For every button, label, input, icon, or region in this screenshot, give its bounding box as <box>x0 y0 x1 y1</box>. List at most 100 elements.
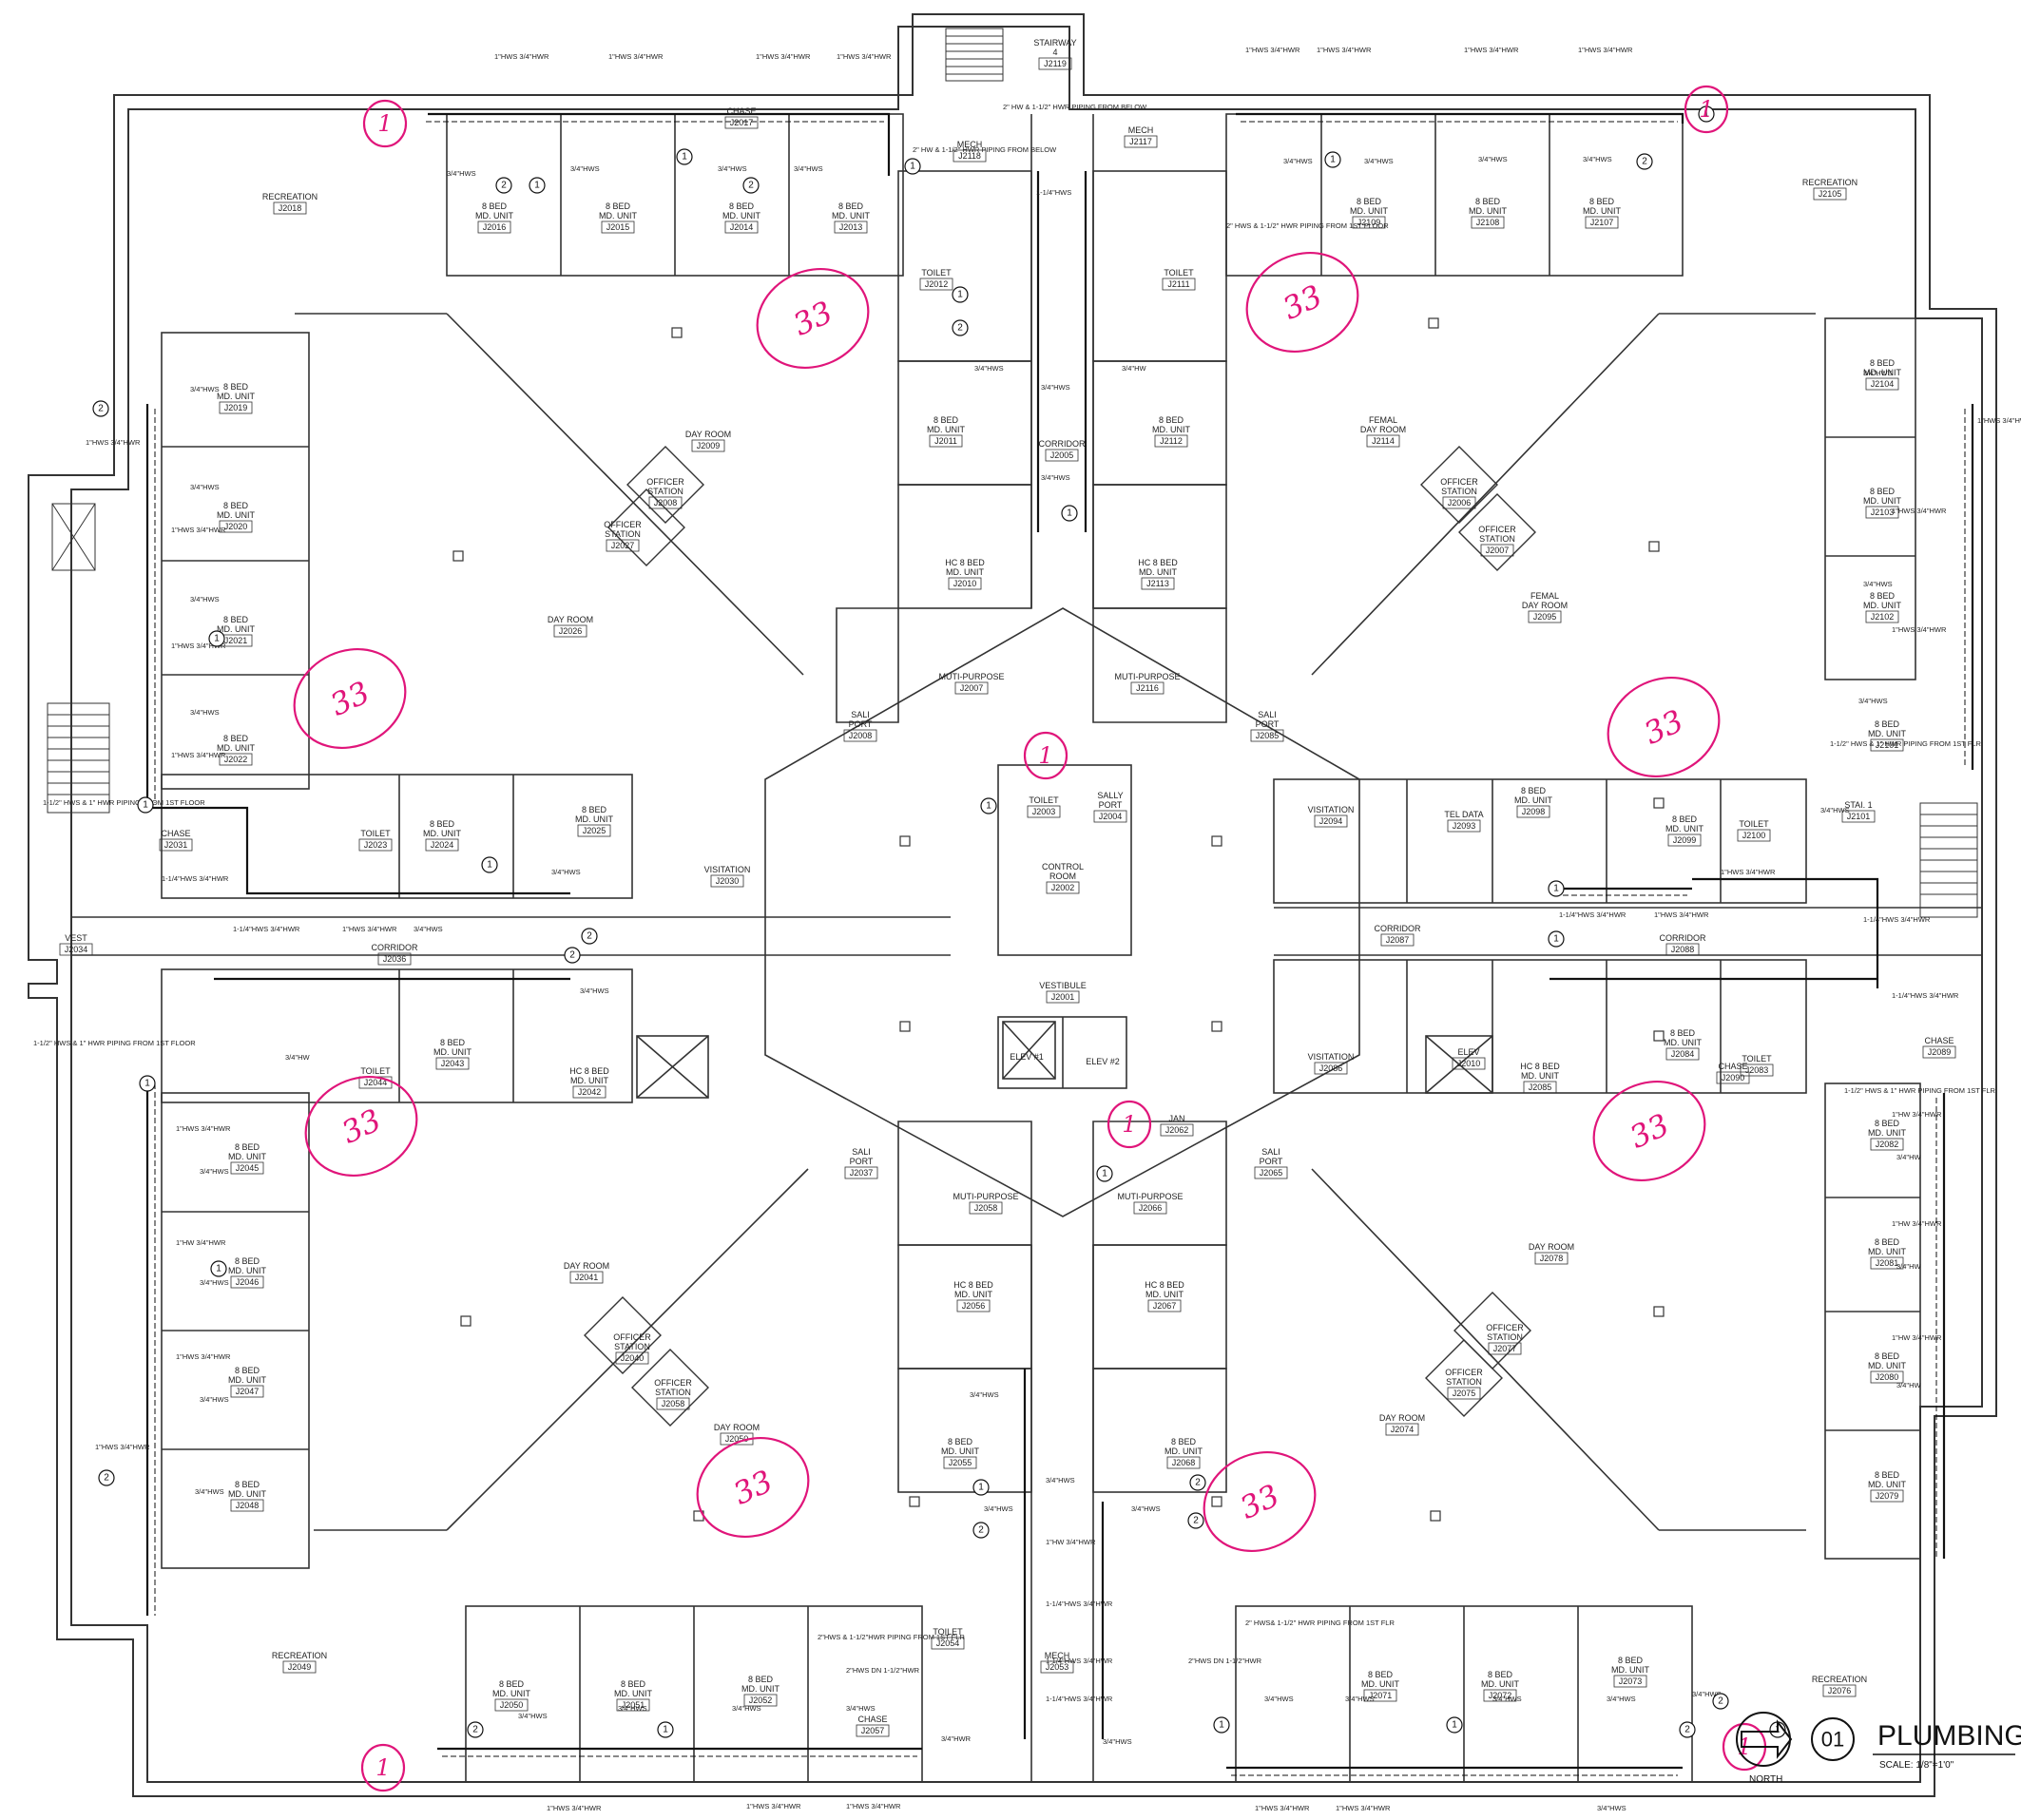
room-number-box <box>1314 814 1348 828</box>
room-name: MD. UNIT <box>228 1489 266 1499</box>
pipe-label: 1"HWS 3/4"HWR <box>95 1443 150 1451</box>
room-number-box <box>219 753 253 766</box>
pipe-label: 1"HWS 3/4"HWR <box>342 925 397 933</box>
room-name: 8 BED <box>748 1675 774 1684</box>
pipe-label: 3/4"HWS <box>518 1712 548 1720</box>
room-number: J2079 <box>1876 1491 1899 1501</box>
markup-circle <box>1592 1080 1706 1182</box>
room-name: STATION <box>614 1342 650 1351</box>
pipe-label: 3/4"HWS <box>1046 1476 1075 1485</box>
pipe-label: 1-1/4"HWS 3/4"HWR <box>162 874 229 883</box>
room-number-box <box>1922 1045 1956 1059</box>
room-name: MD. UNIT <box>433 1047 472 1057</box>
markup-circle <box>1023 731 1068 780</box>
pipe-label: 3/4"HWS <box>200 1278 229 1287</box>
fixture-tag-bubble <box>1712 1693 1729 1710</box>
markup-circle <box>1607 676 1721 778</box>
room-name: MUTI-PURPOSE <box>1114 672 1180 681</box>
room-number: J2041 <box>575 1273 599 1282</box>
room-name: MD. UNIT <box>1868 1128 1906 1138</box>
markup-circle <box>1107 1100 1152 1149</box>
room-name: 8 BED <box>582 805 607 814</box>
room-name: 8 BED <box>1618 1656 1644 1665</box>
room-name: MD. UNIT <box>954 1290 992 1299</box>
pipe-label: 2" HWS & 1-1/2" HWR PIPING FROM 1ST FLOO… <box>1226 221 1389 230</box>
fixture-tag-bubble <box>1548 880 1565 897</box>
fixture-tag-bubble <box>1061 505 1078 522</box>
room-name: MD. UNIT <box>475 211 513 220</box>
room-name: MD. UNIT <box>941 1446 979 1456</box>
room-name: OFFICER <box>1440 477 1478 487</box>
pipe-label: 3/4"HWR <box>941 1734 972 1743</box>
room-number: J2058 <box>974 1203 998 1213</box>
room-number: J2008 <box>654 498 678 508</box>
room-number-box <box>553 624 587 638</box>
room-number-box <box>834 220 868 234</box>
room-number: J2019 <box>224 403 248 412</box>
room-name: OFFICER <box>1486 1323 1524 1332</box>
pipe-label: 1"HWS 3/4"HWR <box>608 52 664 61</box>
pipe-label: 3/4"HWS <box>618 1704 647 1713</box>
room-name: MD. UNIT <box>946 567 984 577</box>
room-number: J2078 <box>1540 1254 1564 1263</box>
room-number-box <box>1471 216 1505 229</box>
room-number-box <box>1870 1489 1904 1503</box>
room-number-box <box>1160 1123 1194 1137</box>
room-name: 8 BED <box>482 201 508 211</box>
pipe-label: 1-1/4"HWS 3/4"HWR <box>1046 1695 1113 1703</box>
room-number: J2047 <box>236 1387 260 1396</box>
room-name: HC 8 BED <box>1520 1062 1560 1071</box>
room-number: J2081 <box>1876 1258 1899 1268</box>
room-number: J2084 <box>1671 1049 1695 1059</box>
pipe-label: 3/4"HWS <box>580 987 609 995</box>
room-number: J2087 <box>1386 935 1410 945</box>
room-name: MUTI-PURPOSE <box>953 1192 1018 1201</box>
room-name: MECH <box>1128 125 1154 135</box>
room-number: J2003 <box>1032 807 1056 816</box>
markup-text: 33 <box>728 1463 779 1512</box>
pipe-label: 3/4"HWS <box>190 483 220 491</box>
detail-number: 01 <box>1821 1728 1844 1752</box>
pipe-label: 1"HWS 3/4"HWR <box>176 1352 231 1361</box>
room-number: J2043 <box>441 1059 465 1068</box>
room-number: J2051 <box>622 1700 645 1710</box>
fixture-tag-number: 2 <box>569 950 575 961</box>
pipe-label: 1"HWS 3/4"HWR <box>86 438 141 447</box>
room-number: J2004 <box>1099 812 1123 821</box>
room-number-box <box>1154 434 1188 448</box>
room-number-box <box>1870 1256 1904 1270</box>
room-number-box <box>230 1385 264 1398</box>
room-number: J2044 <box>364 1078 388 1087</box>
room-name: DAY ROOM <box>548 615 593 624</box>
room-name: MUTI-PURPOSE <box>938 672 1004 681</box>
room-number: J2025 <box>583 826 606 835</box>
pipe-label: 1-1/2" HWS & 1" HWR PIPING FROM 1ST FLR <box>1830 739 1982 748</box>
room-name: VEST <box>65 933 87 943</box>
pipe-label: 3/4"HWS <box>1041 383 1070 392</box>
pipe-label: 1-1/2" HWS & 1" HWR PIPING FROM 1ST FLR <box>1844 1086 1996 1095</box>
pipe-label: 2"HWS DN 1-1/2"HWR <box>1188 1657 1262 1665</box>
pipe-label: 1"HWS 3/4"HWR <box>756 52 811 61</box>
room-name: HC 8 BED <box>1138 558 1178 567</box>
room-number-box <box>743 1694 778 1707</box>
pipe-label: 1"HWS 3/4"HWR <box>837 52 892 61</box>
room-number-box <box>1480 544 1514 557</box>
